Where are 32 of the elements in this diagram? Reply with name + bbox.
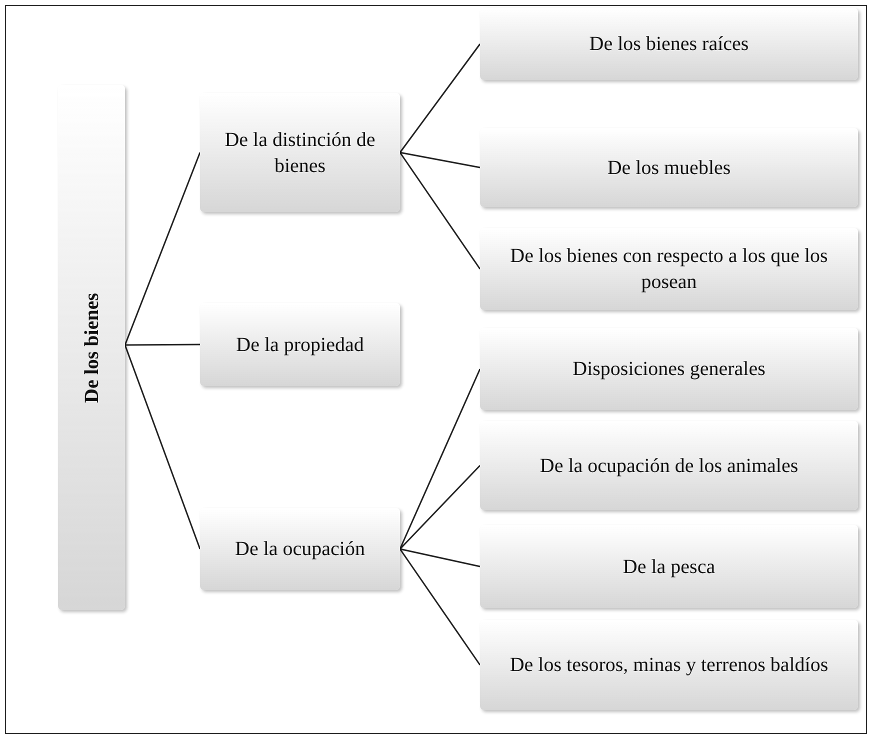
- connector-line: [124, 152, 201, 346]
- node-label: Disposiciones generales: [572, 357, 766, 382]
- topic-box: [200, 508, 400, 590]
- node-label: De la distinción de bienes: [224, 128, 376, 178]
- node-label: De la pesca: [622, 554, 716, 580]
- connector-line: [399, 44, 481, 153]
- node-label: De los tesoros, minas y terrenos baldíos: [510, 653, 828, 678]
- node-label: De la ocupación: [235, 537, 365, 562]
- topic-box: [480, 525, 858, 608]
- connector-line: [399, 368, 481, 550]
- topic-box: [480, 421, 858, 510]
- topic-box: [480, 8, 858, 80]
- topic-box: [480, 328, 858, 410]
- node-label: De la ocupación de los animales: [540, 454, 798, 478]
- topic-box: [200, 93, 400, 212]
- topic-box: [480, 620, 858, 710]
- node-label: De los muebles: [607, 156, 731, 180]
- node-label: De la propiedad: [236, 332, 364, 358]
- connector-line: [400, 548, 480, 568]
- connector-line: [124, 344, 201, 550]
- node-label: De los bienes con respecto a los que los posean: [509, 244, 829, 295]
- connector-line: [125, 344, 200, 346]
- node-label: De los bienes: [80, 292, 104, 402]
- connector-line: [400, 152, 480, 168]
- node-label: De los bienes raíces: [589, 32, 749, 57]
- connector-line: [399, 464, 481, 550]
- topic-box: [480, 228, 858, 310]
- connector-line: [399, 548, 481, 666]
- topic-box: [200, 303, 400, 386]
- topic-box: [480, 128, 858, 207]
- connector-line: [399, 152, 481, 270]
- root-box: [58, 85, 125, 610]
